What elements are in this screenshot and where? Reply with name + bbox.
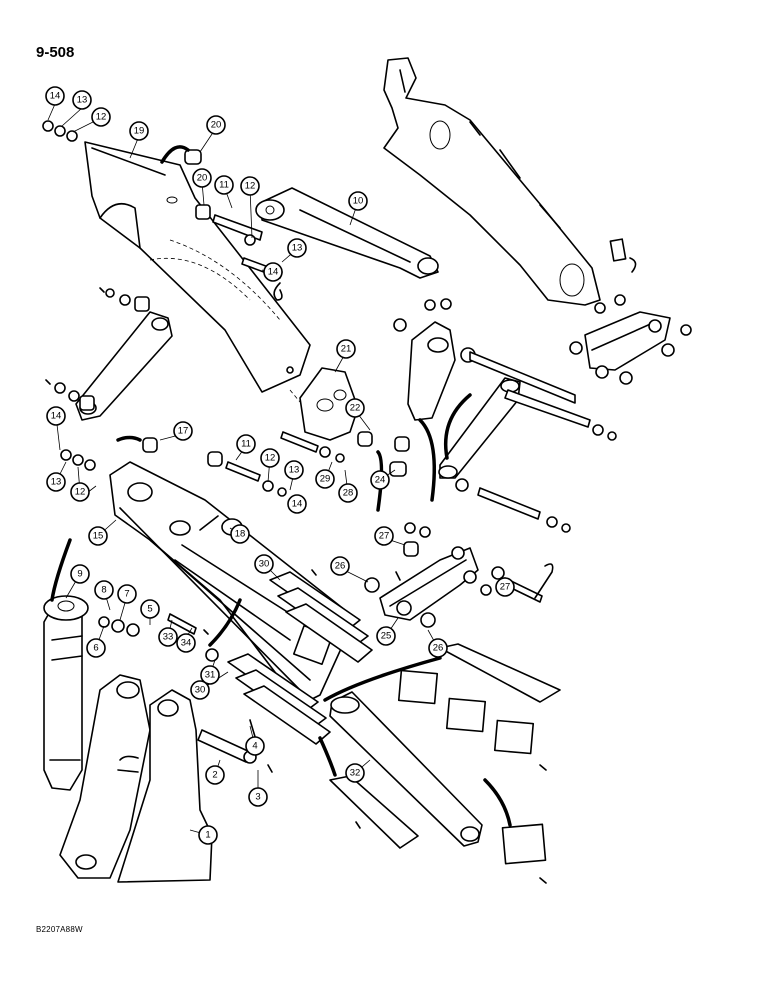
bucket-cylinder <box>255 187 439 279</box>
callout-number: 34 <box>181 638 192 649</box>
callout-number: 4 <box>252 741 257 752</box>
middle-pins <box>60 431 410 512</box>
callout-number: 12 <box>265 453 276 464</box>
callout-number: 18 <box>235 529 246 540</box>
callout-number: 22 <box>350 403 361 414</box>
swing-tower <box>59 674 213 883</box>
callout-number: 24 <box>375 475 386 486</box>
center-link-assembly <box>393 318 617 533</box>
callout-number: 25 <box>381 631 392 642</box>
callout-number: 20 <box>197 173 208 184</box>
callout-number: 12 <box>245 181 256 192</box>
callout-number: 6 <box>93 643 98 654</box>
callouts: 14 13 12 19 20 20 11 12 10 13 14 21 22 1… <box>45 86 515 845</box>
callout-number: 13 <box>289 465 300 476</box>
callout-number: 27 <box>379 531 390 542</box>
callout-number: 21 <box>341 344 352 355</box>
callout-number: 32 <box>350 768 361 779</box>
callout-number: 3 <box>255 792 260 803</box>
wear-plates <box>227 569 561 884</box>
callout-number: 14 <box>268 267 279 278</box>
dipper-arm-upper <box>383 57 601 306</box>
callout-number: 19 <box>134 126 145 137</box>
dipper-link-assembly-upper <box>569 238 692 385</box>
callout-number: 31 <box>205 670 216 681</box>
callout-number: 9 <box>77 569 82 580</box>
callout-number: 7 <box>124 589 129 600</box>
callout-number: 26 <box>433 643 444 654</box>
callout-number: 1 <box>205 830 210 841</box>
boom-cylinder-lower <box>329 691 483 847</box>
callout-number: 14 <box>51 411 62 422</box>
callout-number: 11 <box>241 439 251 450</box>
callout-number: 13 <box>292 243 303 254</box>
callout-number: 13 <box>77 95 88 106</box>
upper-pins <box>42 120 452 312</box>
callout-number: 12 <box>96 112 107 123</box>
callout-number: 12 <box>75 487 86 498</box>
callout-number: 8 <box>101 585 106 596</box>
callout-number: 20 <box>211 120 222 131</box>
callout-number: 10 <box>353 196 364 207</box>
callout-number: 17 <box>178 426 189 437</box>
callout-number: 29 <box>320 474 331 485</box>
figure-code: B2207A88W <box>36 925 83 934</box>
callout-number: 5 <box>147 604 152 615</box>
callout-number: 14 <box>50 91 61 102</box>
callout-number: 33 <box>163 632 174 643</box>
callout-number: 27 <box>500 582 511 593</box>
boom-upper-section <box>84 141 311 393</box>
main-boom <box>109 461 346 706</box>
callout-number: 11 <box>219 180 229 191</box>
callout-bubble: 14 13 12 19 20 20 11 12 10 13 14 21 22 1… <box>45 86 515 845</box>
callout-number: 14 <box>292 499 303 510</box>
boom-link-left <box>45 311 173 421</box>
mount-bracket <box>289 367 359 441</box>
page-code: 9-508 <box>36 44 75 61</box>
callout-number: 28 <box>343 488 354 499</box>
callout-number: 30 <box>259 559 270 570</box>
callout-number: 26 <box>335 561 346 572</box>
callout-number: 13 <box>51 477 62 488</box>
callout-number: 15 <box>93 531 104 542</box>
callout-number: 2 <box>212 770 217 781</box>
callout-number: 30 <box>195 685 206 696</box>
